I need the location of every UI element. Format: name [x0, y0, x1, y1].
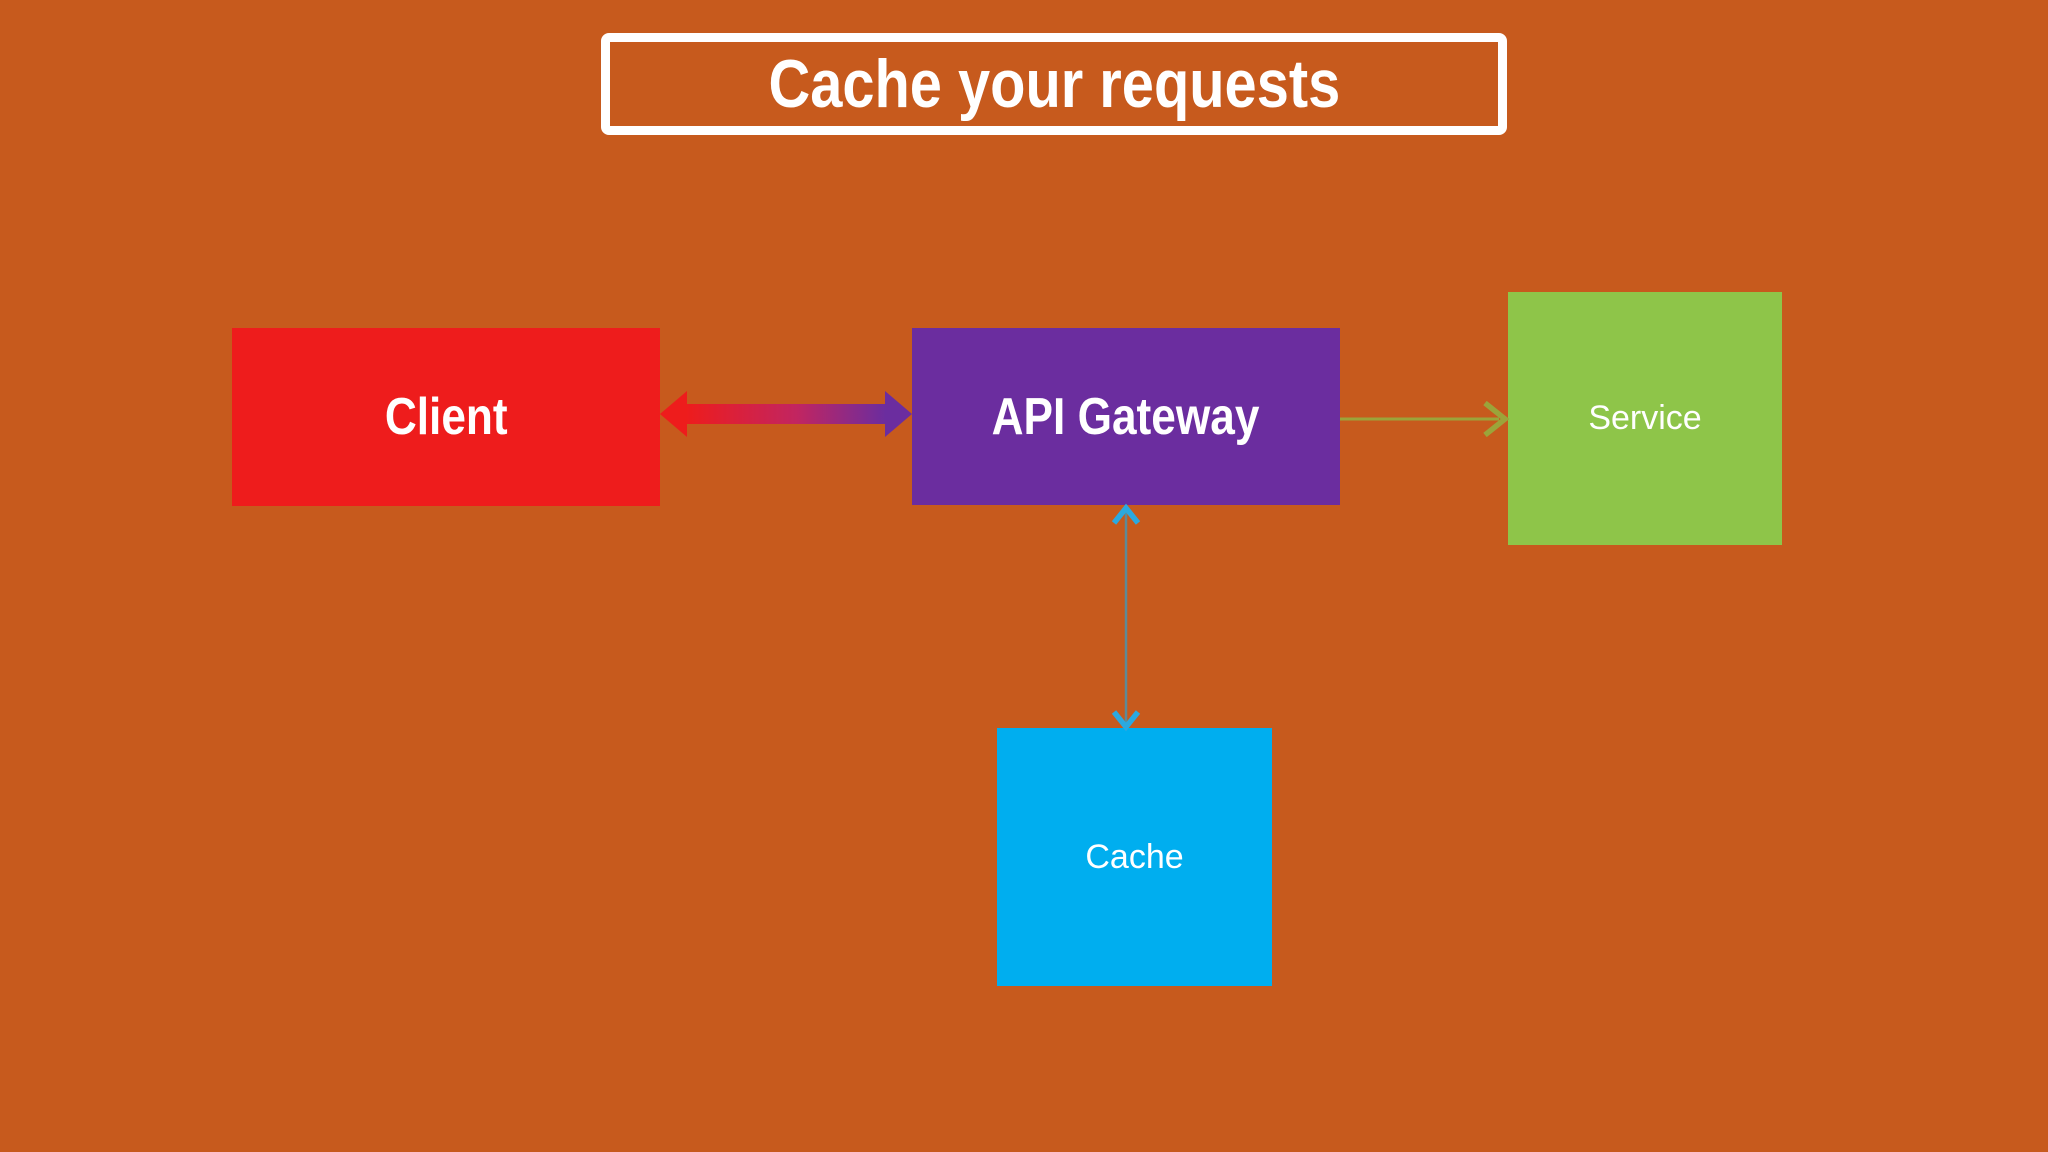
- gradient-arrow-shaft: [686, 404, 886, 424]
- node-cache-label: Cache: [1085, 837, 1184, 876]
- arrowhead-left-icon: [660, 391, 687, 437]
- arrowhead-down-open-icon: [1111, 710, 1141, 732]
- edge-gateway-service: [1340, 400, 1510, 438]
- arrowhead-right-icon: [885, 391, 912, 437]
- node-client-label: Client: [384, 388, 508, 446]
- title-box: Cache your requests: [601, 33, 1507, 135]
- edge-gateway-cache: [1111, 503, 1141, 732]
- edge-client-gateway: [660, 391, 912, 437]
- diagram-title: Cache your requests: [768, 46, 1340, 122]
- node-cache: Cache: [997, 728, 1272, 986]
- node-api-gateway: API Gateway: [912, 328, 1340, 505]
- node-service: Service: [1508, 292, 1782, 545]
- arrowhead-up-open-icon: [1111, 503, 1141, 525]
- node-api-gateway-label: API Gateway: [992, 387, 1260, 446]
- node-service-label: Service: [1588, 399, 1702, 437]
- arrowhead-right-open-icon: [1483, 400, 1510, 438]
- node-client: Client: [232, 328, 660, 506]
